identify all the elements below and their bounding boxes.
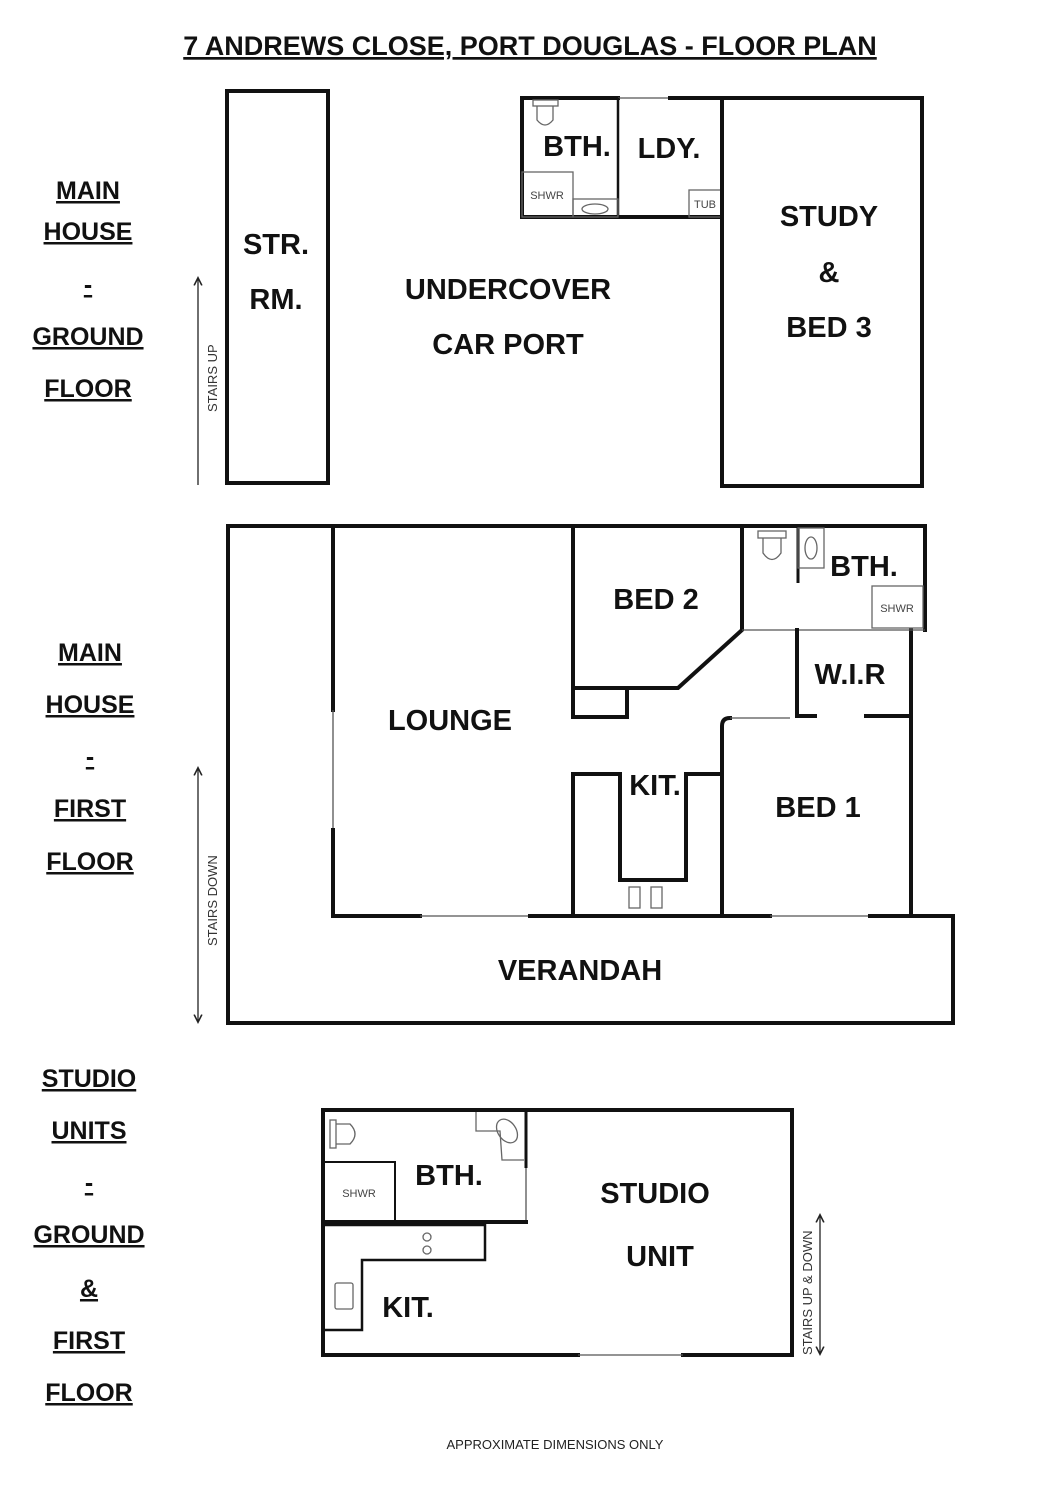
section-label-first-floor: MAIN HOUSE - FIRST FLOOR [46, 639, 135, 876]
kitchen-bench [323, 1223, 487, 1332]
outer-walls [226, 524, 955, 1025]
room-label: UNIT [626, 1241, 694, 1273]
basin [572, 198, 619, 218]
study-bed3 [720, 96, 924, 488]
stairs-label: STAIRS DOWN [205, 855, 220, 946]
shower [322, 1161, 396, 1223]
wir-walls [795, 628, 817, 718]
basin-icon [581, 203, 609, 215]
basin [797, 527, 825, 569]
room-label: BTH. [830, 551, 898, 583]
section-label-line: MAIN [58, 639, 122, 667]
section-label-line: GROUND [32, 323, 143, 351]
tub-label: TUB [694, 199, 716, 211]
shower [521, 171, 574, 218]
cooktop-icon [422, 1245, 432, 1255]
shower-label: SHWR [880, 603, 914, 615]
room-label: STR. [243, 229, 309, 261]
room-label: BTH. [543, 131, 611, 163]
bed2-walls [571, 524, 629, 719]
stove-icon [628, 886, 641, 909]
shower-label: SHWR [530, 190, 564, 202]
stairs-label: STAIRS UP [205, 344, 220, 412]
section-label-line: FLOOR [45, 1379, 133, 1407]
stove-icon [650, 886, 663, 909]
footer-note: APPROXIMATE DIMENSIONS ONLY [447, 1437, 664, 1452]
section-label-line: HOUSE [44, 218, 133, 246]
room-label: BTH. [415, 1160, 483, 1192]
page-title: 7 ANDREWS CLOSE, PORT DOUGLAS - FLOOR PL… [183, 31, 877, 61]
bath-laundry-walls [520, 96, 724, 219]
room-label: VERANDAH [498, 955, 662, 987]
room-label: CAR PORT [432, 329, 584, 361]
toilet-icon [757, 530, 787, 561]
section-label-line: FIRST [53, 1327, 125, 1355]
section-label-line: FIRST [54, 795, 126, 823]
section-label-studio: STUDIO UNITS - GROUND & FIRST FLOOR [33, 1065, 144, 1407]
section-label-line: & [80, 1275, 98, 1303]
section-label-line: UNITS [52, 1117, 127, 1145]
cooktop-icon [422, 1232, 432, 1242]
room-label: STUDY [780, 201, 878, 233]
section-label-line: STUDIO [42, 1065, 136, 1093]
room-label: & [819, 257, 840, 289]
section-label-line: GROUND [33, 1221, 144, 1249]
basin-icon [804, 536, 818, 560]
section-label-line: - [85, 1169, 93, 1197]
room-label: W.I.R [815, 659, 886, 691]
room-label: BED 3 [786, 312, 871, 344]
kitchen-bench [571, 772, 724, 918]
room-label: BED 2 [613, 584, 698, 616]
bed1-walls [720, 715, 733, 918]
room-label: STUDIO [600, 1178, 710, 1210]
room-label: KIT. [629, 770, 681, 802]
toilet-icon [532, 99, 559, 126]
room-label: BED 1 [775, 792, 860, 824]
room-label: KIT. [382, 1292, 434, 1324]
store-room [225, 89, 330, 485]
section-label-line: - [86, 743, 94, 771]
section-label-line: FLOOR [44, 375, 132, 403]
first-floor-plan: BED 2 SHWR BTH. W.I.R BED 1 KIT. LOUNGE … [198, 524, 955, 1025]
room-label: LDY. [638, 133, 701, 165]
outer-walls [321, 1108, 794, 1357]
section-label-line: MAIN [56, 177, 120, 205]
section-label-line: - [84, 271, 92, 299]
shower [871, 585, 924, 629]
bed2-walls [571, 524, 744, 690]
room-label: UNDERCOVER [405, 274, 611, 306]
sink-icon [334, 1282, 354, 1310]
stairs-label: STAIRS UP & DOWN [800, 1231, 815, 1355]
basin-icon [475, 1112, 524, 1161]
section-label-line: FLOOR [46, 848, 134, 876]
shower-label: SHWR [342, 1188, 376, 1200]
room-label: LOUNGE [388, 705, 512, 737]
room-label: RM. [249, 284, 302, 316]
toilet-icon [329, 1119, 356, 1149]
ground-floor-plan: STR. RM. STAIRS UP SHWR TUB BTH. LDY. ST… [198, 89, 924, 488]
studio-unit-plan: SHWR BTH. KIT. STUDIO UNIT STAIRS UP & D… [321, 1108, 820, 1357]
section-label-line: HOUSE [46, 691, 135, 719]
section-label-ground-floor: MAIN HOUSE - GROUND FLOOR [32, 177, 143, 403]
